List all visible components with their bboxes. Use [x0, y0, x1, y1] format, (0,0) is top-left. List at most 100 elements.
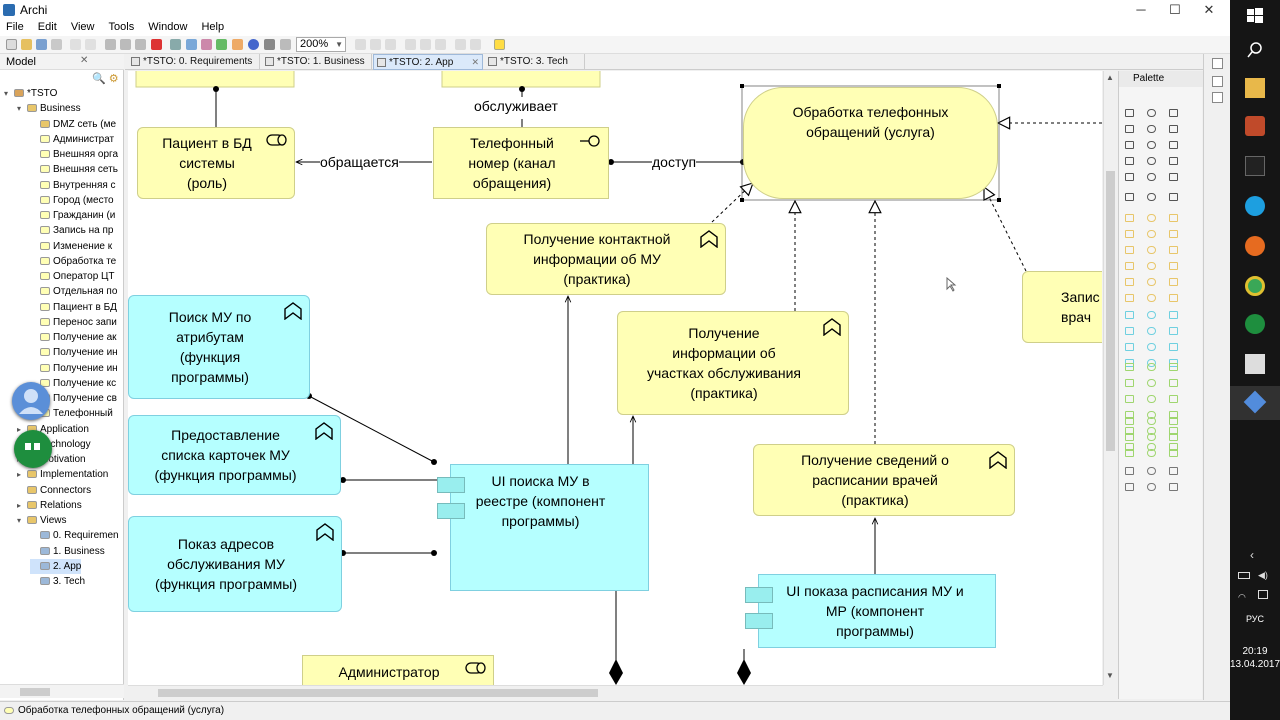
palette-tool-icon[interactable] — [1125, 294, 1134, 302]
palette-tool-icon[interactable] — [1169, 427, 1178, 435]
palette-tool-icon[interactable] — [1147, 449, 1156, 457]
tree-item[interactable]: Администрат — [30, 132, 114, 147]
tree-item[interactable]: Отдельная по — [30, 284, 117, 299]
palette-tool-icon[interactable] — [1125, 109, 1134, 117]
palette-tool-icon[interactable] — [1147, 311, 1156, 319]
info-icon[interactable] — [248, 39, 259, 50]
ui-search-component-element[interactable]: UI поиска МУ в реестре (компонент програ… — [437, 464, 649, 591]
palette-tool-icon[interactable] — [1169, 278, 1178, 286]
close-tab-icon[interactable]: ✕ — [471, 57, 479, 67]
palette-tool-icon[interactable] — [1147, 379, 1156, 387]
palette-tool-icon[interactable] — [1125, 157, 1134, 165]
connection-line[interactable] — [308, 395, 435, 463]
address-function-element[interactable]: Показ адресов обслуживания МУ (функция п… — [128, 516, 342, 612]
palette-tool-icon[interactable] — [1125, 230, 1134, 238]
scrollbar-thumb[interactable] — [1106, 171, 1115, 451]
tab-requirements[interactable]: *TSTO: 0. Requirements — [128, 54, 260, 70]
firefox-icon[interactable] — [1245, 236, 1265, 256]
paste-icon[interactable] — [135, 39, 146, 50]
palette-tool-icon[interactable] — [1169, 417, 1178, 425]
tree-item[interactable]: Получение ин — [30, 345, 118, 360]
palette-tool-icon[interactable] — [1169, 125, 1178, 133]
skype-icon[interactable] — [1245, 196, 1265, 216]
palette-tool-icon[interactable] — [1147, 230, 1156, 238]
patient-role-element[interactable]: Пациент в БД системы (роль) — [137, 127, 295, 199]
zoom-combo[interactable]: 200% ▼ — [296, 37, 346, 52]
palette-tool-icon[interactable] — [1169, 214, 1178, 222]
palette-tool-icon[interactable] — [1169, 262, 1178, 270]
menu-view[interactable]: View — [70, 21, 95, 33]
palette-tool-icon[interactable] — [1169, 109, 1178, 117]
network-icon[interactable]: ◠ — [1238, 592, 1246, 602]
tree-item[interactable]: ▾Views — [17, 513, 67, 528]
align-center-icon[interactable] — [370, 39, 381, 50]
plot-info-practice-element[interactable]: Получение информации об участках обслужи… — [617, 311, 849, 415]
palette-tool-icon[interactable] — [1125, 363, 1134, 371]
tree-item[interactable]: Оператор ЦТ — [30, 269, 115, 284]
chevron-down-icon[interactable]: ▾ — [17, 104, 22, 114]
palette-tool-icon[interactable] — [1169, 343, 1178, 351]
language-indicator[interactable]: РУС — [1245, 614, 1265, 624]
palette-tool-icon[interactable] — [1147, 141, 1156, 149]
delete-icon[interactable] — [151, 39, 162, 50]
scrollbar-thumb[interactable] — [20, 688, 50, 696]
palette-tool-icon[interactable] — [1125, 379, 1134, 387]
palette-tool-icon[interactable] — [1147, 193, 1156, 201]
chevron-down-icon[interactable]: ▾ — [17, 516, 22, 525]
palette-tool-icon[interactable] — [1147, 395, 1156, 403]
palette-tool-icon[interactable] — [1125, 327, 1134, 335]
tree-item[interactable]: Гражданин (и — [30, 208, 115, 223]
chevron-left-icon[interactable]: ‹ — [1250, 548, 1254, 562]
align-middle-icon[interactable] — [420, 39, 431, 50]
tree-item[interactable]: ▸Relations — [17, 498, 82, 513]
realization-line[interactable] — [984, 187, 1027, 272]
tree-item[interactable]: 0. Requiremen — [30, 528, 119, 543]
align-bottom-icon[interactable] — [435, 39, 446, 50]
menu-edit[interactable]: Edit — [37, 21, 57, 33]
tree-item[interactable]: ▸Implementation — [17, 467, 108, 482]
palette-tool-icon[interactable] — [1169, 173, 1178, 181]
save-icon[interactable] — [36, 39, 47, 50]
tree-item[interactable]: ▾Business — [17, 101, 81, 116]
new-icon[interactable] — [6, 39, 17, 50]
search-function-element[interactable]: Поиск МУ по атрибутам (функция программы… — [128, 295, 310, 399]
fill-colour-icon[interactable] — [494, 39, 505, 50]
palette-tool-icon[interactable] — [1147, 173, 1156, 181]
palette-tool-icon[interactable] — [1125, 433, 1134, 441]
selection-handle[interactable] — [997, 198, 1001, 202]
palette-tool-icon[interactable] — [1147, 125, 1156, 133]
tree-item[interactable]: Внешняя орга — [30, 147, 118, 162]
properties-icon[interactable] — [170, 39, 181, 50]
chevron-right-icon[interactable]: ▸ — [17, 424, 22, 434]
palette-tool-icon[interactable] — [1169, 246, 1178, 254]
close-icon[interactable]: ✕ — [80, 55, 89, 66]
palette-tool-icon[interactable] — [1147, 483, 1156, 491]
app-icon[interactable] — [1245, 116, 1265, 136]
selection-handle[interactable] — [997, 84, 1001, 88]
palette-tool-icon[interactable] — [1169, 433, 1178, 441]
contact-info-practice-element[interactable]: Получение контактной информации об МУ (п… — [486, 223, 726, 295]
palette-tool-icon[interactable] — [1169, 157, 1178, 165]
palette-tool-icon[interactable] — [1169, 363, 1178, 371]
settings-icon[interactable] — [264, 39, 275, 50]
terminal-icon[interactable] — [1245, 156, 1265, 176]
cut-icon[interactable] — [105, 39, 116, 50]
redo-icon[interactable] — [85, 39, 96, 50]
hangouts-bubble[interactable] — [14, 430, 52, 468]
taskbar-clock[interactable]: 20:19 13.04.2017 — [1230, 645, 1280, 671]
palette-tool-icon[interactable] — [1125, 246, 1134, 254]
volume-icon[interactable]: ◀) — [1258, 570, 1268, 580]
align-top-icon[interactable] — [405, 39, 416, 50]
palette-tool-icon[interactable] — [1125, 311, 1134, 319]
outline-icon[interactable] — [216, 39, 227, 50]
palette-tool-icon[interactable] — [1125, 467, 1134, 475]
tab-business[interactable]: *TSTO: 1. Business — [262, 54, 372, 70]
outline-view-icon[interactable] — [1212, 92, 1223, 103]
photos-icon[interactable] — [1245, 354, 1265, 374]
maximize-button[interactable]: ☐ — [1169, 2, 1181, 17]
copy-icon[interactable] — [120, 39, 131, 50]
tree-item[interactable]: Обработка те — [30, 254, 116, 269]
tree-horizontal-scrollbar[interactable] — [0, 684, 124, 698]
palette-tool-icon[interactable] — [1169, 467, 1178, 475]
filter-icon[interactable]: ⚙ — [108, 73, 119, 85]
